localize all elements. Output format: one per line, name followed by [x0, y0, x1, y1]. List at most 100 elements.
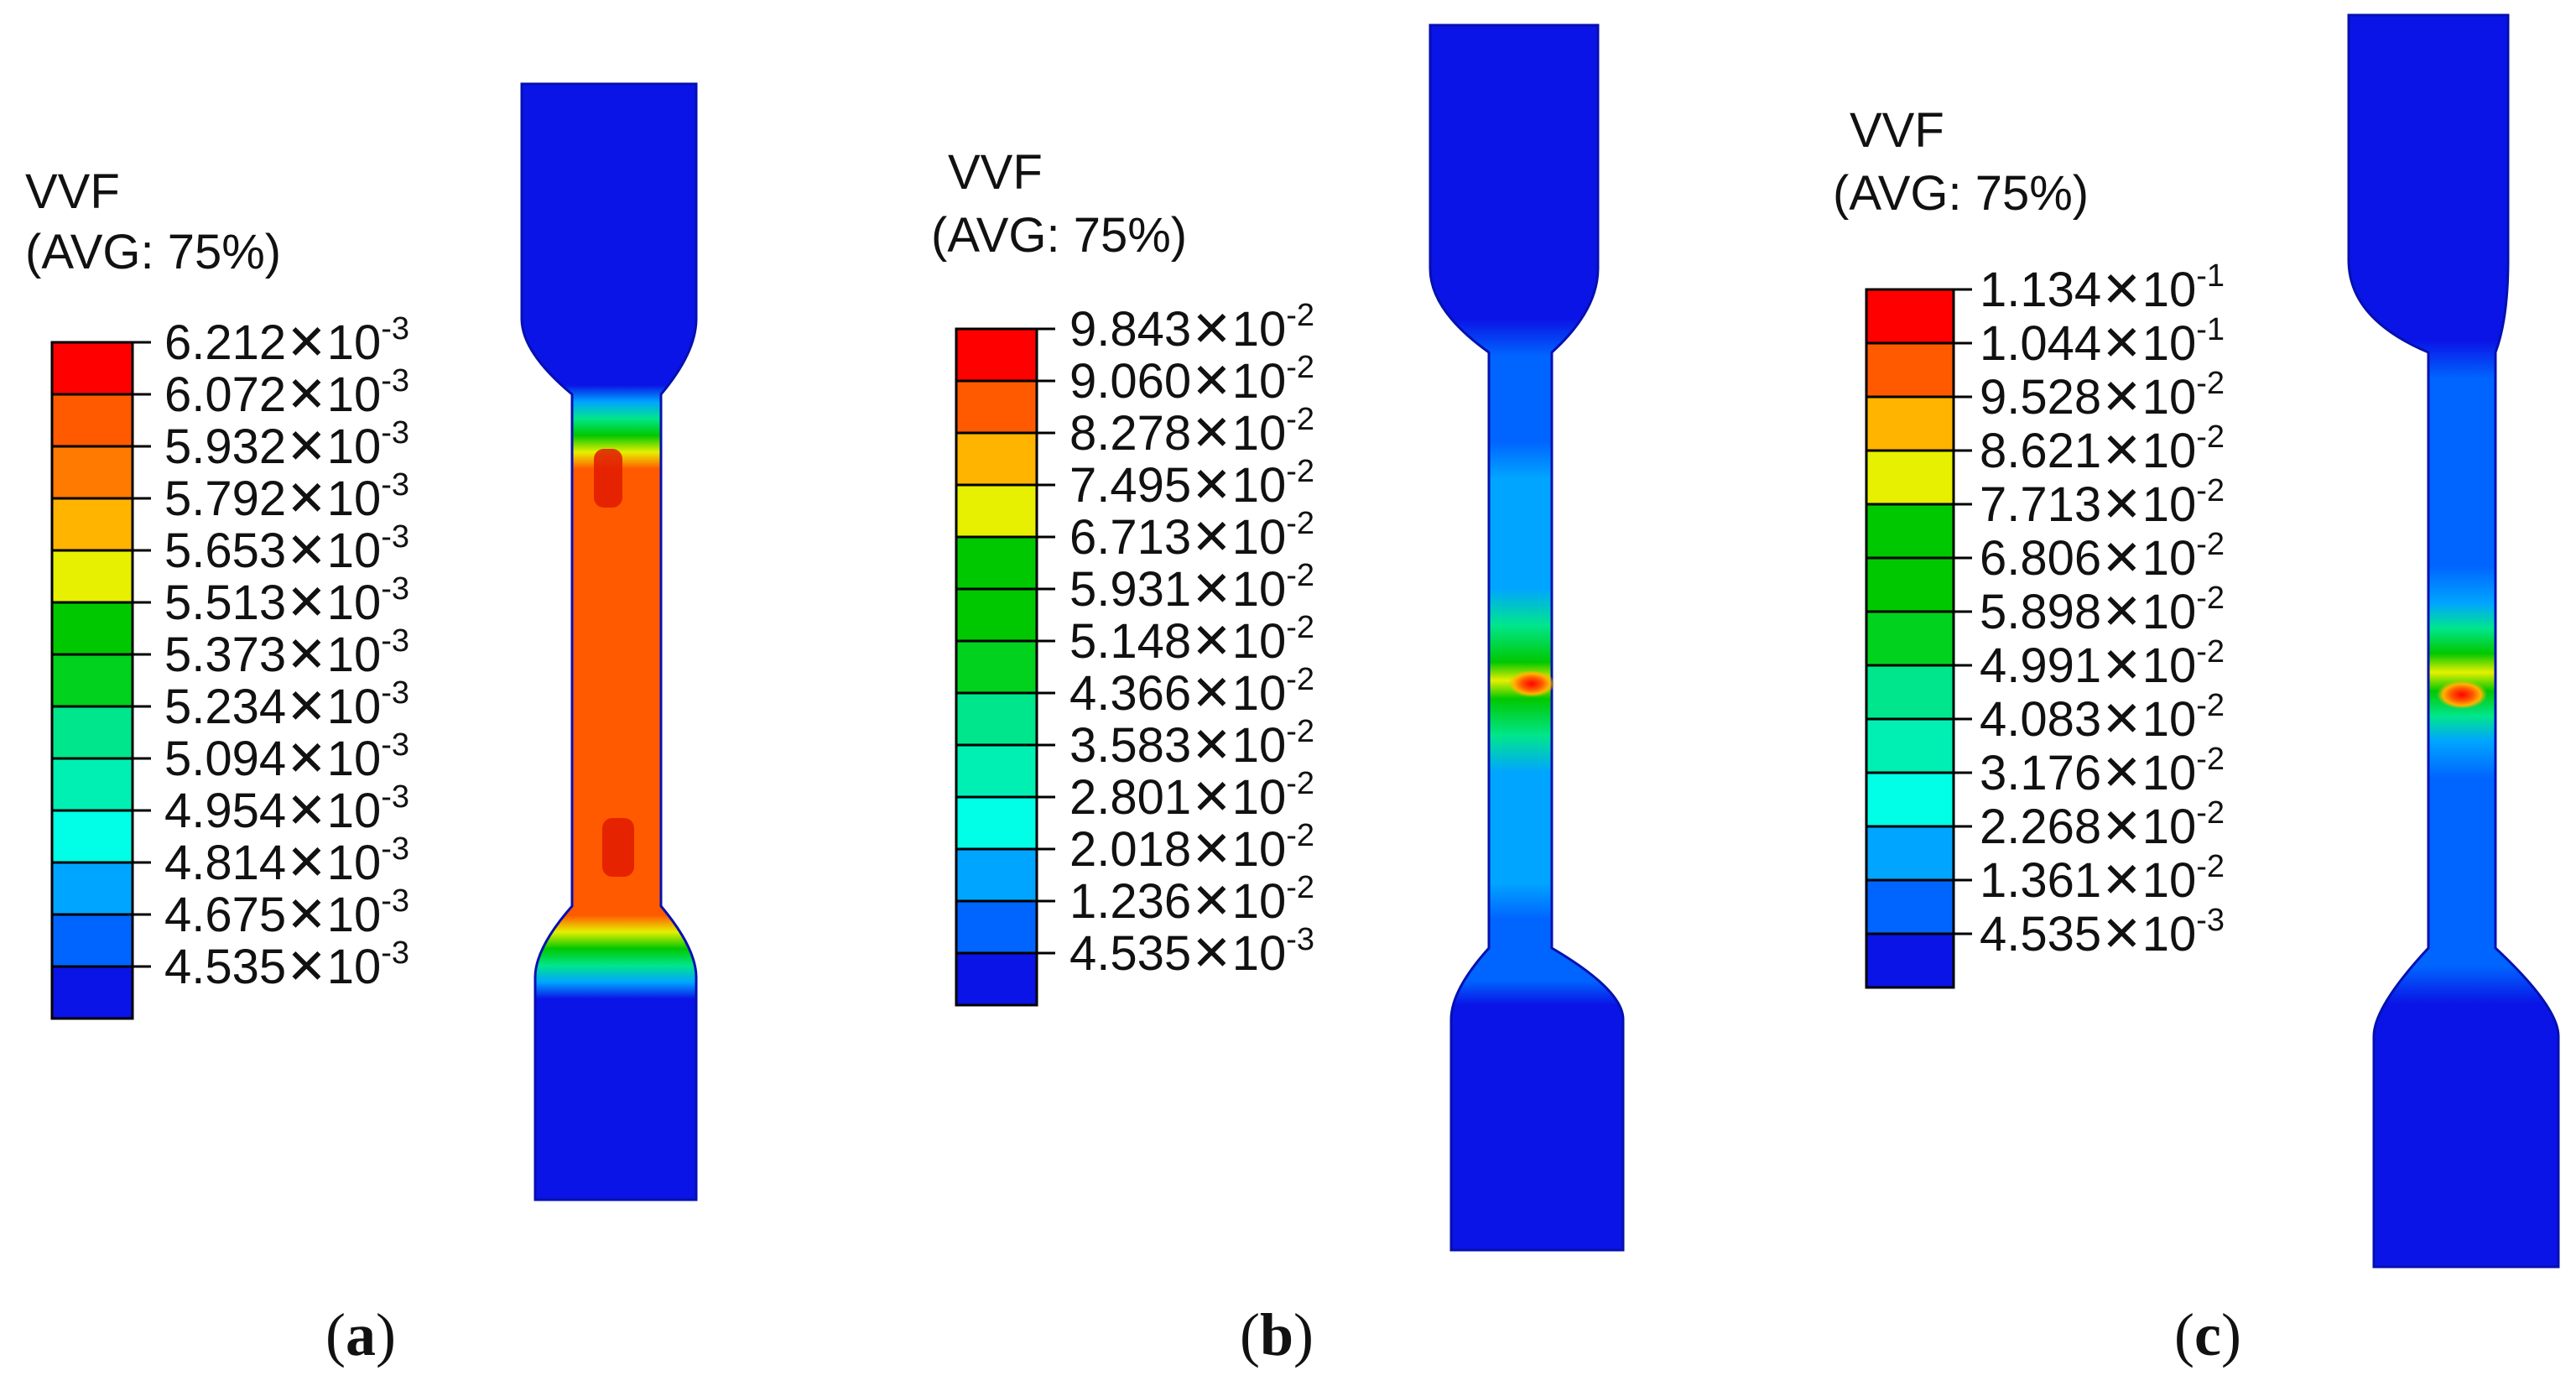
legend-label-mantissa: 9.528	[1980, 370, 2101, 425]
legend-band-a-3	[50, 445, 134, 500]
legend-label-a-6: 5.513✕10-3	[164, 571, 409, 630]
legend-label-mantissa: 4.366	[1069, 666, 1191, 721]
legend-label-a-3: 5.932✕10-3	[164, 415, 409, 474]
specimen-b	[1429, 23, 1625, 1252]
legend-label-exponent: -3	[381, 935, 409, 971]
legend-band-b-9	[955, 743, 1038, 799]
legend-label-exponent: -1	[2196, 312, 2225, 347]
legend-label-a-7: 5.373✕10-3	[164, 623, 409, 682]
legend-label-a-8: 5.234✕10-3	[164, 675, 409, 734]
legend-band-c-10	[1865, 771, 1955, 828]
legend-title-b: VVF	[948, 145, 1043, 200]
legend-label-a-5: 5.653✕10-3	[164, 519, 409, 578]
legend-label-times-ten: ✕10	[1191, 302, 1286, 357]
legend-label-times-ten: ✕10	[2101, 746, 2196, 800]
legend-label-times-ten: ✕10	[1191, 354, 1286, 409]
legend-band-b-3	[955, 431, 1038, 487]
legend-label-a-12: 4.675✕10-3	[164, 883, 409, 942]
legend-label-exponent: -3	[381, 727, 409, 763]
legend-label-times-ten: ✕10	[1191, 614, 1286, 669]
legend-label-times-ten: ✕10	[1191, 510, 1286, 565]
legend-label-times-ten: ✕10	[286, 836, 381, 890]
legend-label-exponent: -2	[1286, 454, 1314, 489]
legend-label-c-12: 1.361✕10-2	[1980, 849, 2225, 908]
legend-label-mantissa: 2.268	[1980, 800, 2101, 854]
legend-label-mantissa: 6.713	[1069, 510, 1191, 565]
caption-letter-b: b	[1260, 1301, 1293, 1368]
legend-label-times-ten: ✕10	[286, 576, 381, 630]
legend-label-mantissa: 4.991	[1980, 638, 2101, 693]
legend-label-times-ten: ✕10	[1191, 458, 1286, 513]
legend-band-c-12	[1865, 878, 1955, 935]
legend-label-times-ten: ✕10	[2101, 800, 2196, 854]
legend-label-exponent: -2	[1286, 350, 1314, 385]
legend-subtitle-a: (AVG: 75%)	[25, 225, 281, 279]
legend-band-b-6	[955, 587, 1038, 643]
legend-label-times-ten: ✕10	[286, 784, 381, 838]
legend-label-times-ten: ✕10	[286, 367, 381, 422]
legend-labels-c: 1.134✕10-11.044✕10-19.528✕10-28.621✕10-2…	[1954, 258, 2225, 961]
legend-band-c-9	[1865, 717, 1955, 774]
legend-label-b-2: 9.060✕10-2	[1069, 350, 1314, 409]
legend-label-times-ten: ✕10	[1191, 874, 1286, 929]
legend-label-times-ten: ✕10	[2101, 370, 2196, 425]
legend-label-exponent: -2	[2196, 688, 2225, 723]
legend-label-mantissa: 4.675	[164, 888, 286, 942]
legend-label-exponent: -3	[381, 467, 409, 503]
legend-a: VVF (AVG: 75%) 6.212✕10-36.072✕10-35.932…	[25, 164, 409, 1020]
legend-label-times-ten: ✕10	[286, 472, 381, 526]
legend-label-a-11: 4.814✕10-3	[164, 831, 409, 890]
specimen-a-body	[520, 82, 698, 1201]
legend-band-c-8	[1865, 664, 1955, 721]
legend-label-times-ten: ✕10	[1191, 926, 1286, 981]
legend-label-mantissa: 2.018	[1069, 822, 1191, 877]
legend-label-exponent: -2	[1286, 298, 1314, 333]
legend-band-b-4	[955, 483, 1038, 539]
specimen-b-necking-hotspot	[1508, 670, 1555, 697]
legend-label-exponent: -3	[381, 779, 409, 815]
legend-label-b-5: 6.713✕10-2	[1069, 506, 1314, 565]
legend-label-mantissa: 5.234	[164, 680, 286, 734]
legend-label-times-ten: ✕10	[2101, 638, 2196, 693]
legend-label-exponent: -2	[2196, 366, 2225, 401]
legend-label-mantissa: 3.583	[1069, 718, 1191, 773]
legend-label-a-13: 4.535✕10-3	[164, 935, 409, 994]
caption-letter-c: c	[2194, 1301, 2221, 1368]
legend-label-a-9: 5.094✕10-3	[164, 727, 409, 786]
legend-label-mantissa: 6.212	[164, 315, 286, 370]
panel-a: VVF (AVG: 75%) 6.212✕10-36.072✕10-35.932…	[25, 82, 698, 1368]
panel-c: VVF (AVG: 75%) 1.134✕10-11.044✕10-19.528…	[1833, 13, 2560, 1368]
legend-label-b-12: 1.236✕10-2	[1069, 870, 1314, 929]
legend-label-times-ten: ✕10	[2101, 263, 2196, 317]
legend-label-times-ten: ✕10	[2101, 424, 2196, 478]
legend-label-c-6: 6.806✕10-2	[1980, 527, 2225, 586]
panel-b: VVF (AVG: 75%) 9.843✕10-29.060✕10-28.278…	[931, 23, 1625, 1368]
legend-label-exponent: -2	[1286, 714, 1314, 749]
legend-band-b-7	[955, 639, 1038, 695]
legend-label-mantissa: 5.094	[164, 732, 286, 786]
specimen-a-hot-region-bottom	[602, 818, 634, 877]
legend-label-mantissa: 5.932	[164, 419, 286, 474]
legend-label-times-ten: ✕10	[2101, 477, 2196, 532]
legend-label-mantissa: 5.653	[164, 524, 286, 578]
legend-label-times-ten: ✕10	[1191, 822, 1286, 877]
legend-band-c-4	[1865, 449, 1955, 506]
specimen-b-body	[1429, 23, 1625, 1252]
legend-band-b-13	[955, 951, 1038, 1007]
legend-label-mantissa: 5.898	[1980, 585, 2101, 639]
legend-c: VVF (AVG: 75%) 1.134✕10-11.044✕10-19.528…	[1833, 103, 2225, 989]
legend-label-mantissa: 2.801	[1069, 770, 1191, 825]
legend-label-mantissa: 8.278	[1069, 406, 1191, 461]
legend-label-mantissa: 7.713	[1980, 477, 2101, 532]
legend-band-c-11	[1865, 825, 1955, 882]
legend-label-exponent: -3	[381, 883, 409, 919]
legend-band-a-4	[50, 497, 134, 552]
legend-labels-b: 9.843✕10-29.060✕10-28.278✕10-27.495✕10-2…	[1037, 298, 1314, 981]
legend-label-exponent: -2	[2196, 473, 2225, 508]
legend-label-exponent: -3	[1286, 922, 1314, 957]
legend-label-exponent: -1	[2196, 258, 2225, 294]
legend-label-exponent: -3	[381, 571, 409, 607]
legend-subtitle-b: (AVG: 75%)	[931, 208, 1187, 263]
legend-band-a-2	[50, 393, 134, 448]
legend-label-c-1: 1.134✕10-1	[1980, 258, 2225, 317]
